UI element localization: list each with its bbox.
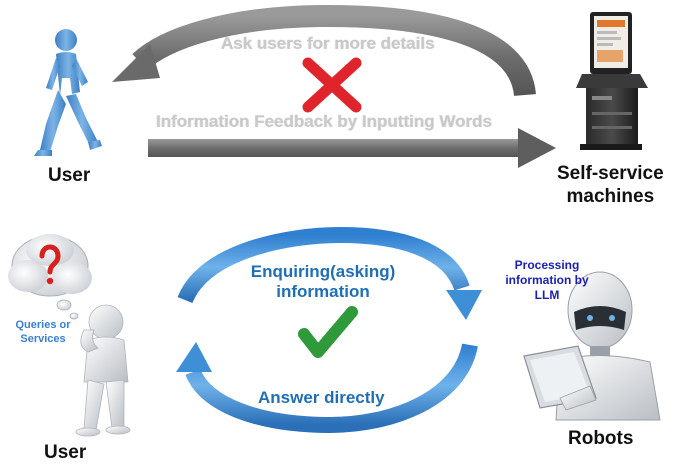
bubble-line1: Queries or [15,319,71,331]
processing-line1: Processing [514,258,580,272]
input-arrow-label: Information Feedback by Inputting Words [156,112,492,131]
feedback-arrow-label: Ask users for more details [221,34,435,53]
answer-arrow-label: Answer directly [258,388,385,407]
input-arrow [148,128,556,168]
thought-cloud-icon [8,234,92,320]
queries-bubble-label: Queries or Services [4,318,82,346]
self-service-kiosk-icon [576,12,648,150]
processing-line3: LLM [534,288,560,302]
bubble-line2: Services [20,333,66,345]
machine-label-line2: machines [566,186,655,207]
processing-line2: information by [505,273,589,287]
machine-label: Self-service machines [557,162,664,208]
enquiry-arrow-label: Enquiring(asking) information [248,262,398,302]
thinking-person-icon [75,304,131,437]
robots-label: Robots [568,428,634,449]
red-cross-icon [302,57,362,113]
enquiry-arrow [177,226,482,320]
machine-label-line1: Self-service [557,163,664,184]
feedback-arrow [112,4,536,97]
bottom-user-label: User [44,442,87,463]
enquiry-label-line2: information [276,282,370,301]
top-user-label: User [48,165,91,186]
robot-icon [523,271,661,421]
walking-user-icon [34,29,102,156]
answer-arrow [176,342,478,434]
enquiry-label-line1: Enquiring(asking) [250,262,396,281]
processing-label: Processing information by LLM [490,258,604,303]
green-check-icon [298,306,358,358]
